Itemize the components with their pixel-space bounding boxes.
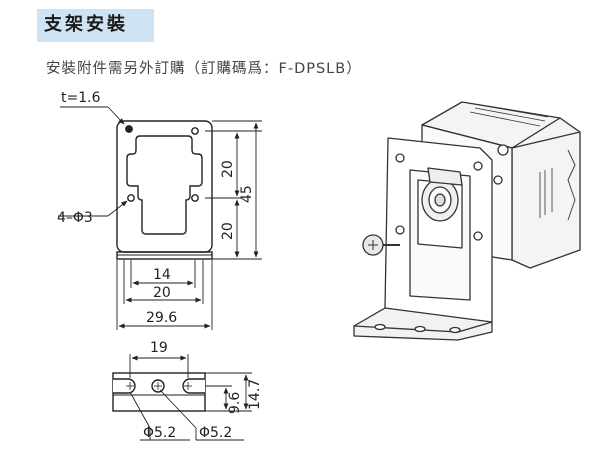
bracket-bottom-view xyxy=(112,372,206,412)
bracket-flange xyxy=(116,251,213,260)
section-title-background xyxy=(37,9,154,42)
section-title: 支架安裝 xyxy=(44,14,128,35)
dim-slot-diameter-right: Φ5.2 xyxy=(199,425,232,441)
left-slot xyxy=(113,378,136,394)
dim-outer-width: 29.6 xyxy=(146,310,177,326)
dim-total-height: 45 xyxy=(239,185,255,203)
bottom-view-dimensions xyxy=(129,354,252,441)
bracket-cutout xyxy=(126,135,203,235)
mount-hole xyxy=(191,127,199,135)
dim-hole-pitch: 14 xyxy=(153,267,171,283)
section-subtitle: 安裝附件需另外訂購（訂購碼爲：F-DPSLB） xyxy=(46,61,362,77)
dim-upper-spacing: 20 xyxy=(220,160,236,178)
dim-bottom-width: 19 xyxy=(150,340,168,356)
dim-slot-diameter-left: Φ5.2 xyxy=(143,425,176,441)
dim-lower-spacing: 20 xyxy=(220,222,236,240)
mount-hole xyxy=(127,194,135,202)
mount-hole-marked xyxy=(125,125,133,133)
dim-inner-width: 20 xyxy=(153,285,171,301)
dim-hole-spec: 4–Φ3 xyxy=(57,210,93,226)
center-hole xyxy=(151,379,165,393)
mount-hole xyxy=(191,194,199,202)
dim-thickness: t=1.6 xyxy=(61,90,101,106)
right-slot xyxy=(182,378,205,394)
bracket-front-view xyxy=(116,120,213,260)
isometric-product-illustration xyxy=(353,101,581,341)
front-view-dimensions xyxy=(58,106,262,330)
dim-bottom-height: 14.7 xyxy=(247,379,263,410)
dim-bottom-depth: 9.6 xyxy=(227,392,243,414)
